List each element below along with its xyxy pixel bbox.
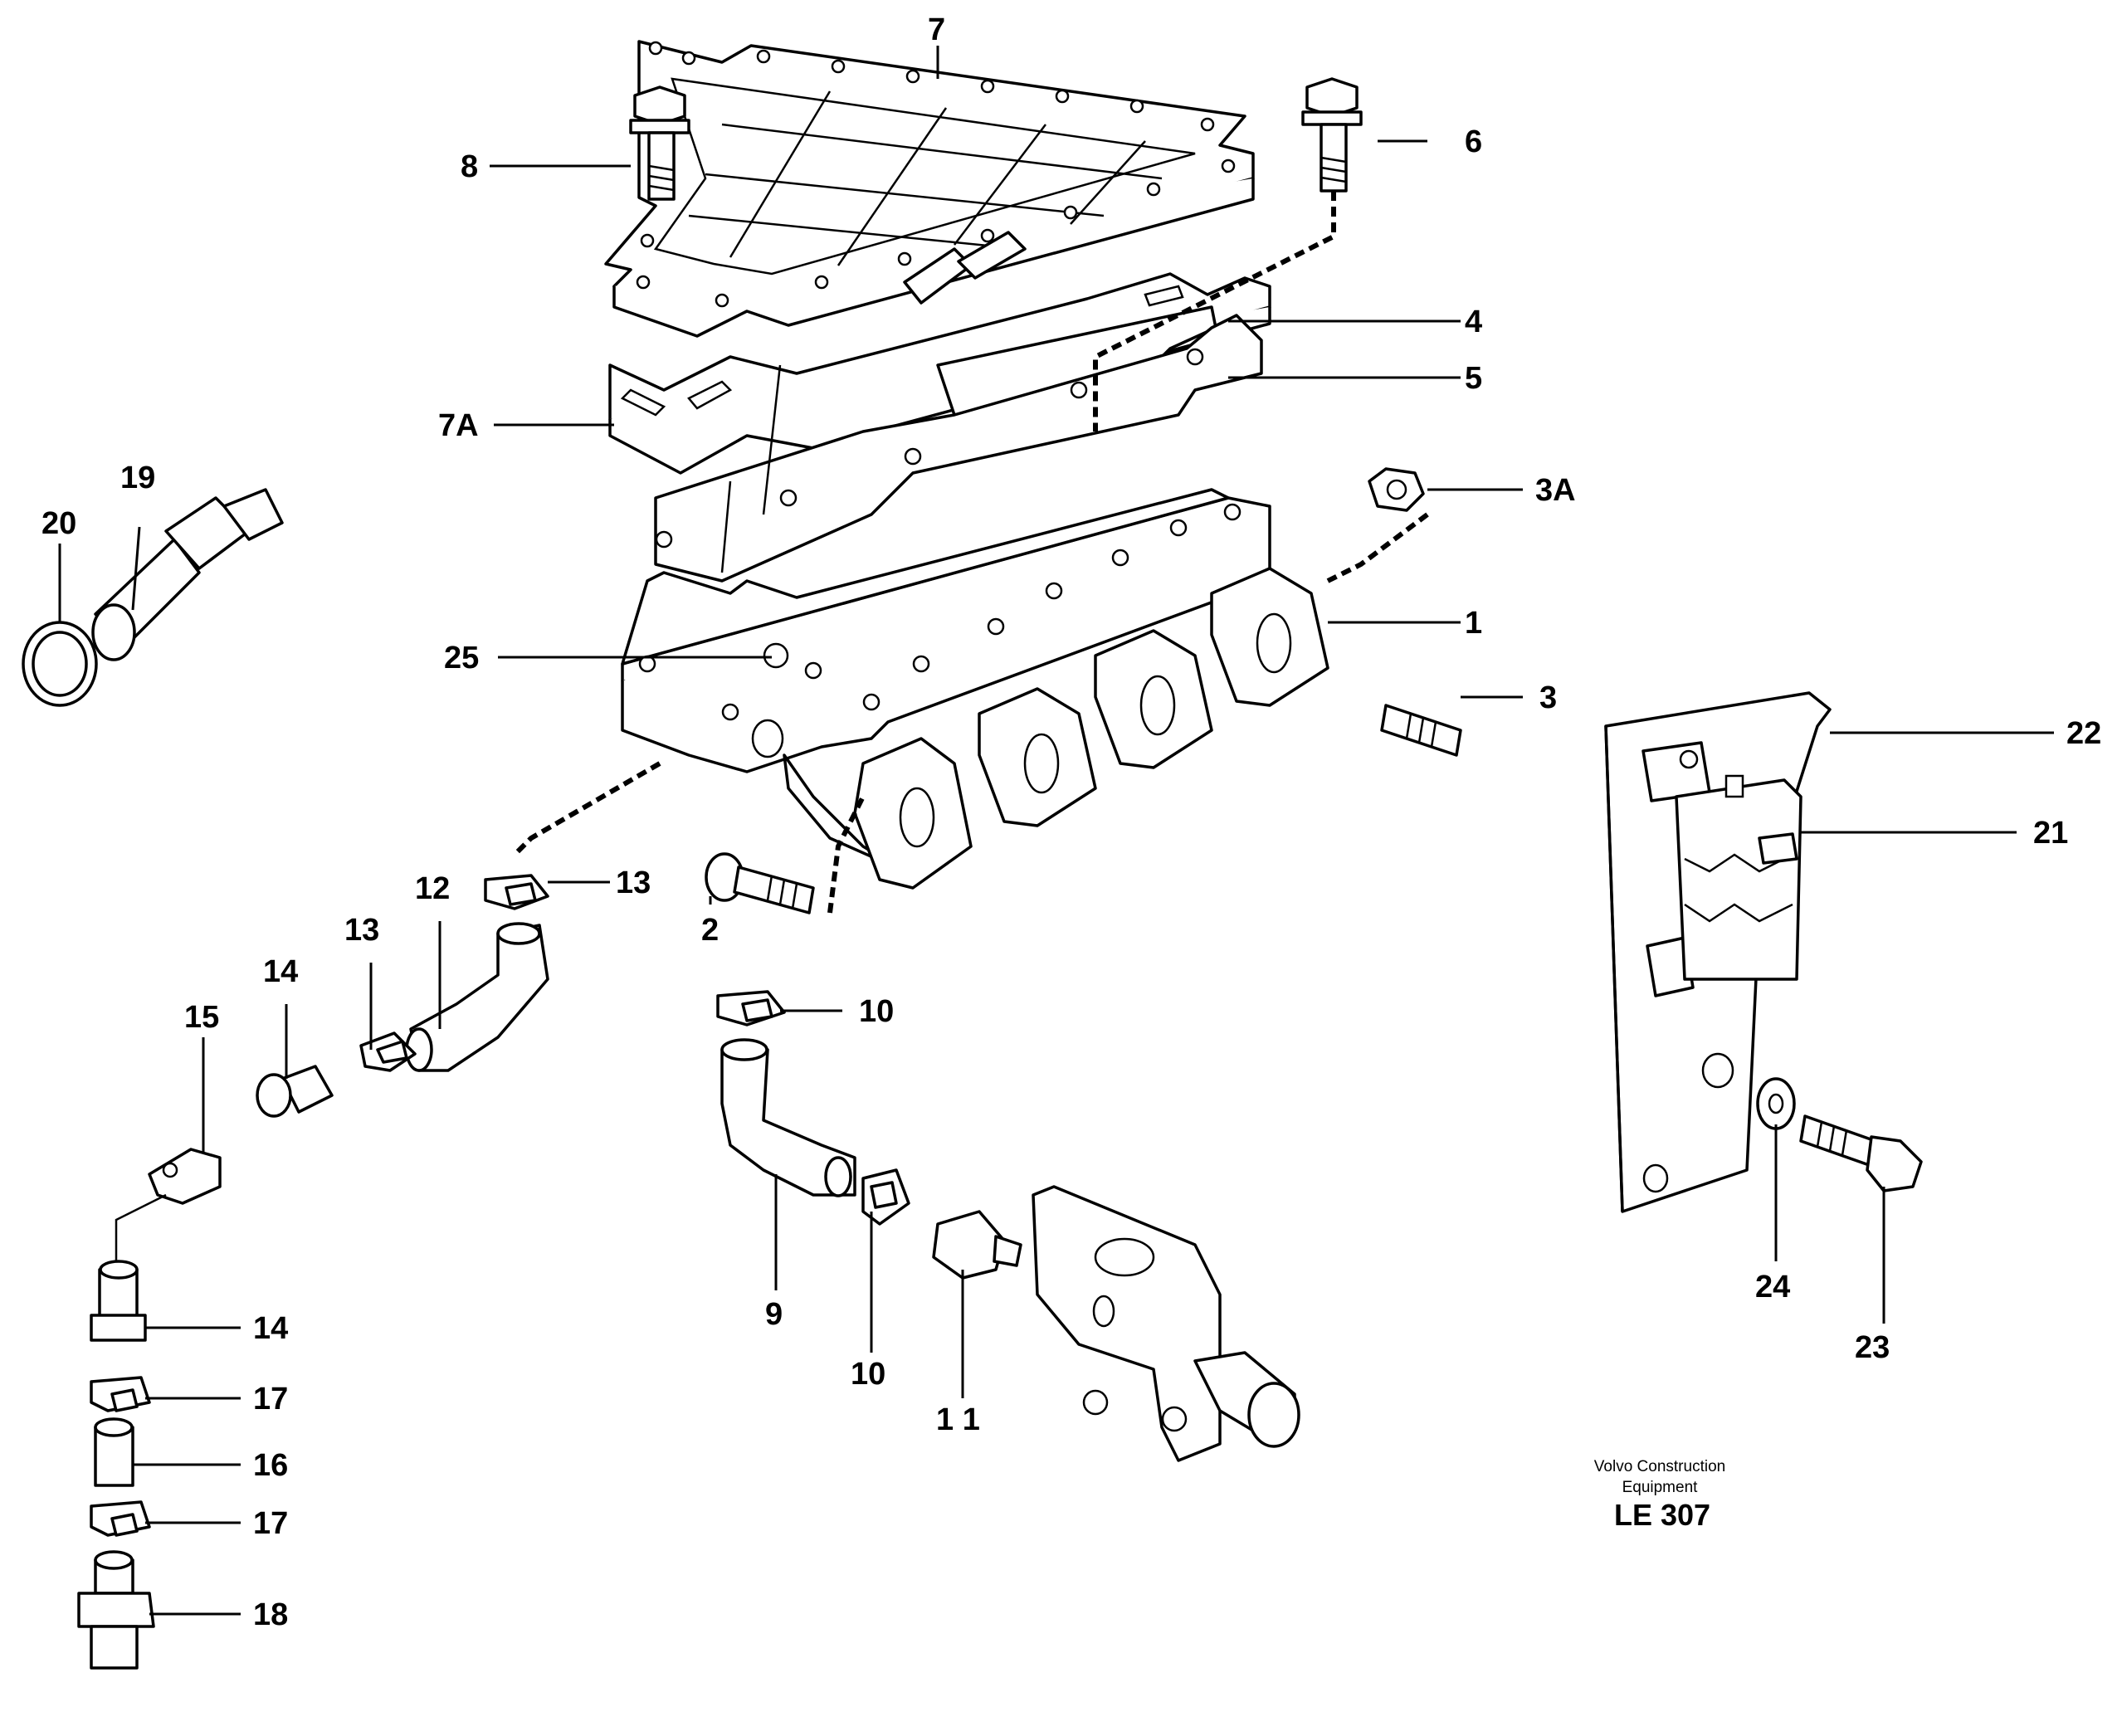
assembly-dashed-lines [512,191,1429,914]
clamp-17-lower [90,1500,151,1537]
callout-23: 23 [1855,1330,1890,1365]
washer-24 [1756,1077,1796,1130]
leader-lines [58,46,2054,1616]
valve-housing [1032,1185,1300,1462]
callout-3: 3 [1539,680,1557,715]
callout-8: 8 [461,149,478,184]
seal-ring-20 [22,621,98,707]
callout-15: 15 [184,1000,219,1035]
bolt-2 [705,852,815,914]
clamp-10-upper [716,990,786,1026]
callout-14-lower: 14 [253,1311,288,1346]
cover-plate [604,40,1255,338]
callout-10-lower: 10 [851,1357,885,1392]
callout-16: 16 [253,1448,288,1483]
hose-9 [720,1038,856,1197]
callout-21: 21 [2033,816,2068,851]
callout-5: 5 [1465,361,1482,396]
callout-7: 7 [928,12,945,47]
callout-17-lower: 17 [253,1506,288,1541]
caption: Volvo Construction Equipment LE 307 [1594,1458,1725,1532]
callout-3A: 3A [1535,473,1576,508]
fitting-15 [148,1148,222,1205]
connector-14-lower [90,1260,147,1342]
callout-9: 9 [765,1297,783,1332]
callout-labels: 7 8 6 4 5 7A 3A 19 20 1 25 3 22 21 13 12… [41,12,2101,1632]
sensor-wire [115,1193,167,1270]
fitting-11 [932,1210,1022,1280]
callout-10-upper: 10 [859,994,894,1029]
clamp-17-upper [90,1376,151,1412]
callout-13-lower: 13 [344,913,379,948]
clamp-13-upper [484,874,549,910]
bolt-23 [1799,1114,1923,1192]
callout-14-upper: 14 [263,954,298,989]
callout-22: 22 [2066,716,2101,751]
callout-12: 12 [415,871,450,906]
callout-20: 20 [41,506,76,541]
fitting-14-upper [256,1065,334,1118]
clamp-21 [1675,774,1802,981]
callout-2: 2 [701,913,719,948]
callout-4: 4 [1465,305,1482,339]
caption-code: LE 307 [1614,1498,1710,1532]
hose-16 [94,1417,134,1487]
nut-3a [1368,467,1425,512]
sensor-19 [91,488,284,661]
callout-11: 1 1 [936,1402,980,1437]
clamp-13-lower [359,1031,417,1072]
stud-3 [1380,704,1462,757]
caption-line-2: Equipment [1622,1479,1699,1496]
callout-18: 18 [253,1597,288,1632]
callout-6: 6 [1465,124,1482,159]
bolt-8 [629,85,690,201]
manifold-body [621,488,1329,890]
callout-25: 25 [444,641,479,675]
sensor-18 [77,1550,155,1670]
bolt-6 [1301,77,1363,193]
clamp-10-lower [861,1168,910,1226]
hose-12 [405,922,549,1072]
callout-24: 24 [1755,1270,1790,1304]
callout-13-upper: 13 [616,866,651,900]
callout-19: 19 [120,461,155,495]
callout-7A: 7A [438,408,479,443]
caption-line-1: Volvo Construction [1594,1458,1725,1475]
callout-1: 1 [1465,606,1482,641]
callout-17-upper: 17 [253,1382,288,1417]
